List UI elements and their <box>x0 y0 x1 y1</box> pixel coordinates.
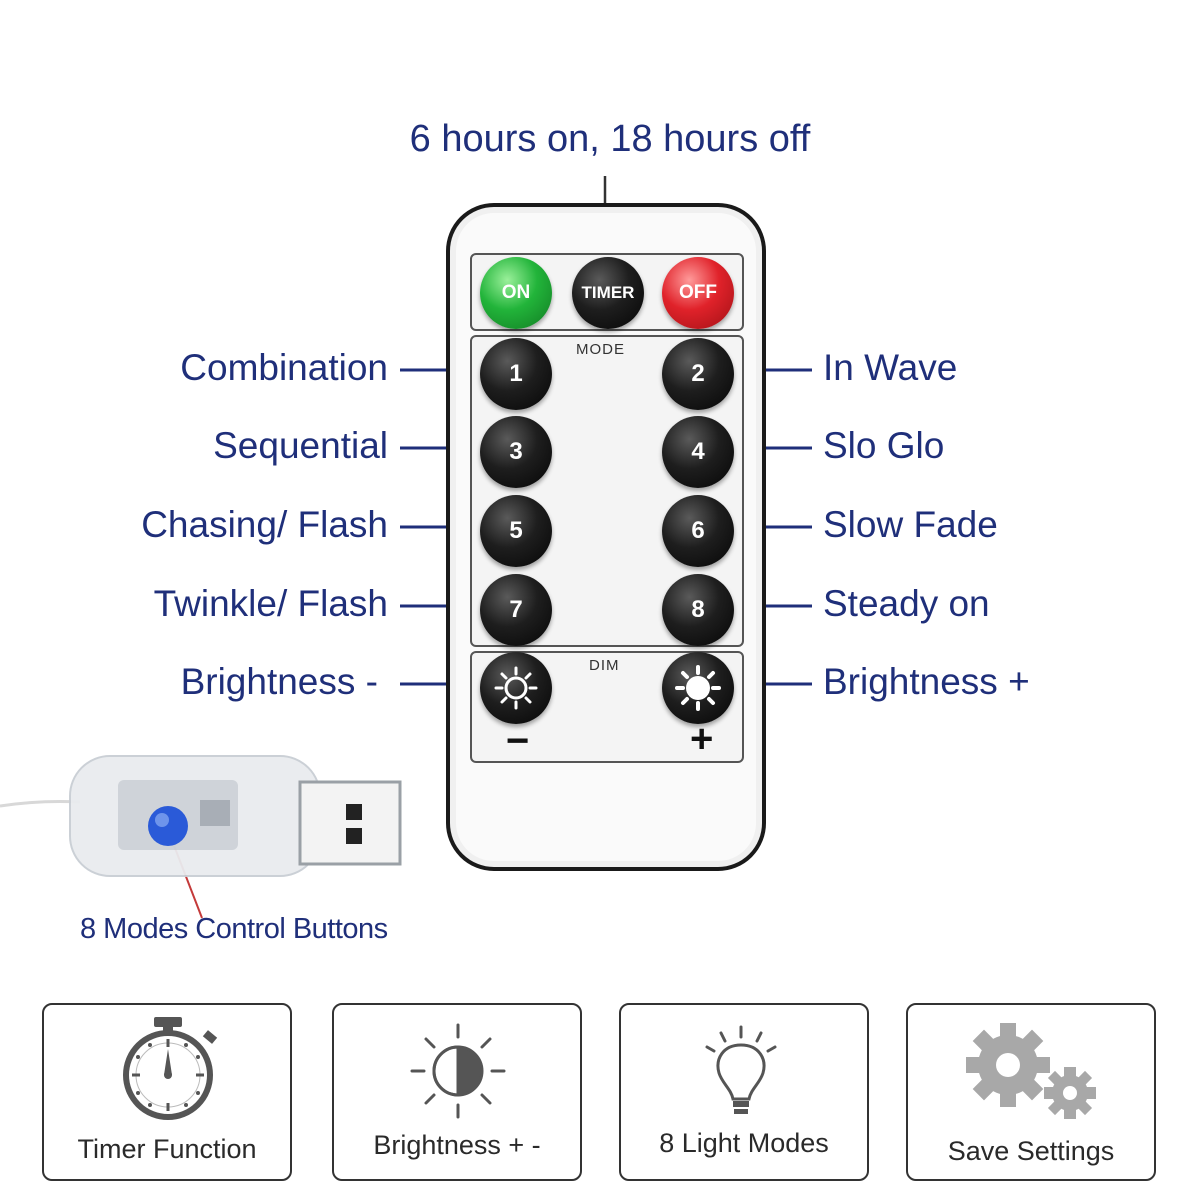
dim-title: DIM <box>589 657 620 674</box>
sun-filled-icon <box>675 665 721 711</box>
stopwatch-icon <box>123 1017 218 1120</box>
timer-note: 6 hours on, 18 hours off <box>409 118 811 160</box>
timer-button[interactable]: TIMER <box>572 257 644 329</box>
mode-title: MODE <box>576 341 625 358</box>
label-slow-fade: Slow Fade <box>823 504 998 545</box>
usb-controller <box>0 755 402 877</box>
label-chasing-flash: Chasing/ Flash <box>141 504 388 545</box>
mode-button-8[interactable]: 8 <box>662 574 734 646</box>
remote-control: MODE DIM ON TIMER OFF 1 2 3 4 5 6 7 8 <box>446 203 766 871</box>
feature-label-save: Save Settings <box>947 1136 1115 1166</box>
gears-icon <box>966 1023 1096 1119</box>
mode-button-3[interactable]: 3 <box>480 416 552 488</box>
label-sequential: Sequential <box>213 425 388 466</box>
brightness-down-button[interactable] <box>480 652 552 724</box>
on-button[interactable]: ON <box>480 257 552 329</box>
label-in-wave: In Wave <box>823 347 958 388</box>
minus-sign: − <box>506 719 530 763</box>
mode-button-2[interactable]: 2 <box>662 338 734 410</box>
plus-sign: + <box>690 717 714 761</box>
mode-button-7[interactable]: 7 <box>480 574 552 646</box>
feature-label-brightness: Brightness + - <box>373 1130 541 1160</box>
brightness-up-button[interactable] <box>662 652 734 724</box>
off-button[interactable]: OFF <box>662 257 734 329</box>
mode-button-5[interactable]: 5 <box>480 495 552 567</box>
usb-label: 8 Modes Control Buttons <box>80 913 388 945</box>
feature-label-modes: 8 Light Modes <box>659 1128 829 1158</box>
feature-label-timer: Timer Function <box>77 1134 257 1164</box>
label-brightness-down: Brightness - <box>180 661 378 702</box>
mode-button-6[interactable]: 6 <box>662 495 734 567</box>
half-sun-icon <box>410 1023 506 1119</box>
mode-button-1[interactable]: 1 <box>480 338 552 410</box>
mode-button-4[interactable]: 4 <box>662 416 734 488</box>
sun-outline-icon <box>494 666 538 710</box>
feature-card-save: Save Settings <box>906 1003 1156 1181</box>
label-slo-glo: Slo Glo <box>823 425 945 466</box>
label-twinkle-flash: Twinkle/ Flash <box>153 583 388 624</box>
label-brightness-up: Brightness + <box>823 661 1030 702</box>
feature-card-modes: 8 Light Modes <box>619 1003 869 1181</box>
label-steady-on: Steady on <box>823 583 990 624</box>
light-bulb-icon <box>705 1025 777 1114</box>
feature-card-timer: Timer Function <box>42 1003 292 1181</box>
feature-card-brightness: Brightness + - <box>332 1003 582 1181</box>
label-combination: Combination <box>180 347 388 388</box>
